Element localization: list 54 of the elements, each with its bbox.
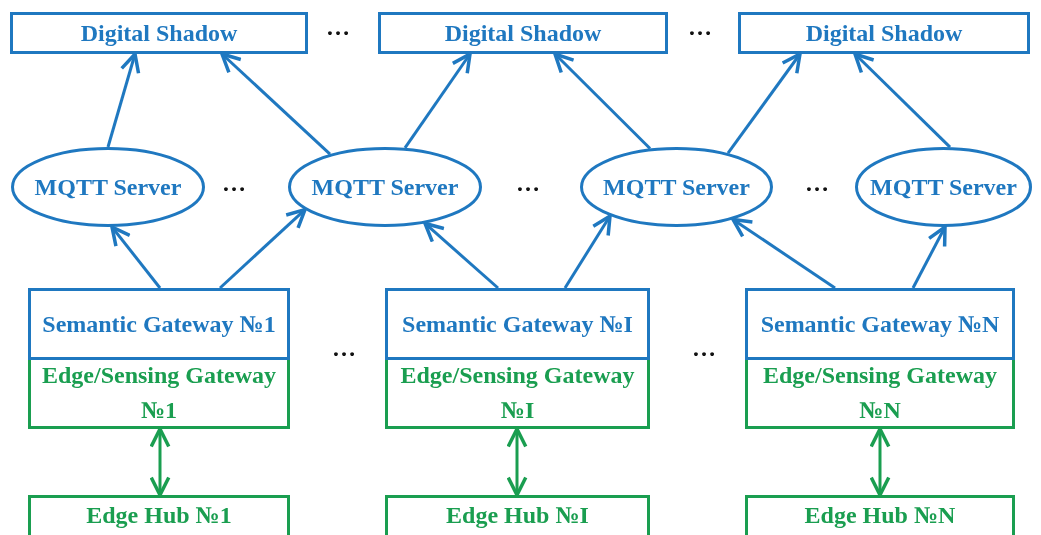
- process-box: [745, 495, 1015, 535]
- node-label: MQTT Server: [869, 172, 1018, 202]
- arrow: [869, 427, 891, 497]
- server-ellipse: [11, 147, 205, 227]
- arrow: [149, 427, 171, 497]
- server-ellipse: [855, 147, 1032, 227]
- process-box: [738, 12, 1030, 54]
- ellipsis: …: [516, 170, 540, 197]
- node-label: Edge Hub №N: [803, 501, 957, 530]
- ellipsis: …: [688, 14, 712, 41]
- process-box: [745, 288, 1015, 360]
- node-label: Edge/Sensing Gateway №I: [399, 361, 636, 425]
- process-box: [28, 495, 290, 535]
- arrow: [220, 52, 331, 156]
- server-ellipse: [288, 147, 482, 227]
- process-box: [28, 360, 290, 429]
- node-label: MQTT Server: [602, 172, 751, 202]
- arrow: [731, 217, 836, 290]
- arrow: [219, 207, 307, 290]
- node-label: MQTT Server: [33, 172, 183, 202]
- node-label: Edge Hub №1: [85, 501, 233, 530]
- process-box: [745, 360, 1015, 429]
- node-label: Semantic Gateway №N: [759, 309, 1001, 339]
- arrow: [403, 52, 472, 149]
- process-box: [28, 288, 290, 360]
- ellipsis: …: [326, 14, 350, 41]
- arrow: [110, 225, 162, 289]
- process-box: [378, 12, 668, 54]
- arrow: [553, 52, 652, 150]
- ellipsis: …: [222, 170, 246, 197]
- node-label: Digital Shadow: [804, 18, 964, 48]
- node-label: Semantic Gateway №1: [41, 309, 277, 339]
- arrow: [106, 52, 141, 148]
- server-ellipse: [580, 147, 773, 227]
- ellipsis: …: [332, 335, 356, 362]
- process-box: [385, 360, 650, 429]
- node-label: Edge Hub №I: [445, 501, 590, 530]
- process-box: [385, 288, 650, 360]
- node-label: Semantic Gateway №I: [401, 309, 634, 339]
- arrow: [726, 52, 802, 155]
- arrow: [506, 427, 528, 497]
- arrow: [911, 225, 947, 289]
- process-box: [10, 12, 308, 54]
- ellipsis: …: [805, 170, 829, 197]
- node-label: Digital Shadow: [79, 18, 239, 48]
- ellipsis: …: [692, 335, 716, 362]
- arrow: [853, 52, 952, 149]
- arrow: [563, 214, 612, 289]
- node-label: Edge/Sensing Gateway №1: [41, 361, 277, 425]
- node-label: MQTT Server: [310, 172, 460, 202]
- arrow: [423, 221, 499, 290]
- node-label: Digital Shadow: [443, 18, 603, 48]
- process-box: [385, 495, 650, 535]
- node-label: Edge/Sensing Gateway №N: [762, 361, 998, 425]
